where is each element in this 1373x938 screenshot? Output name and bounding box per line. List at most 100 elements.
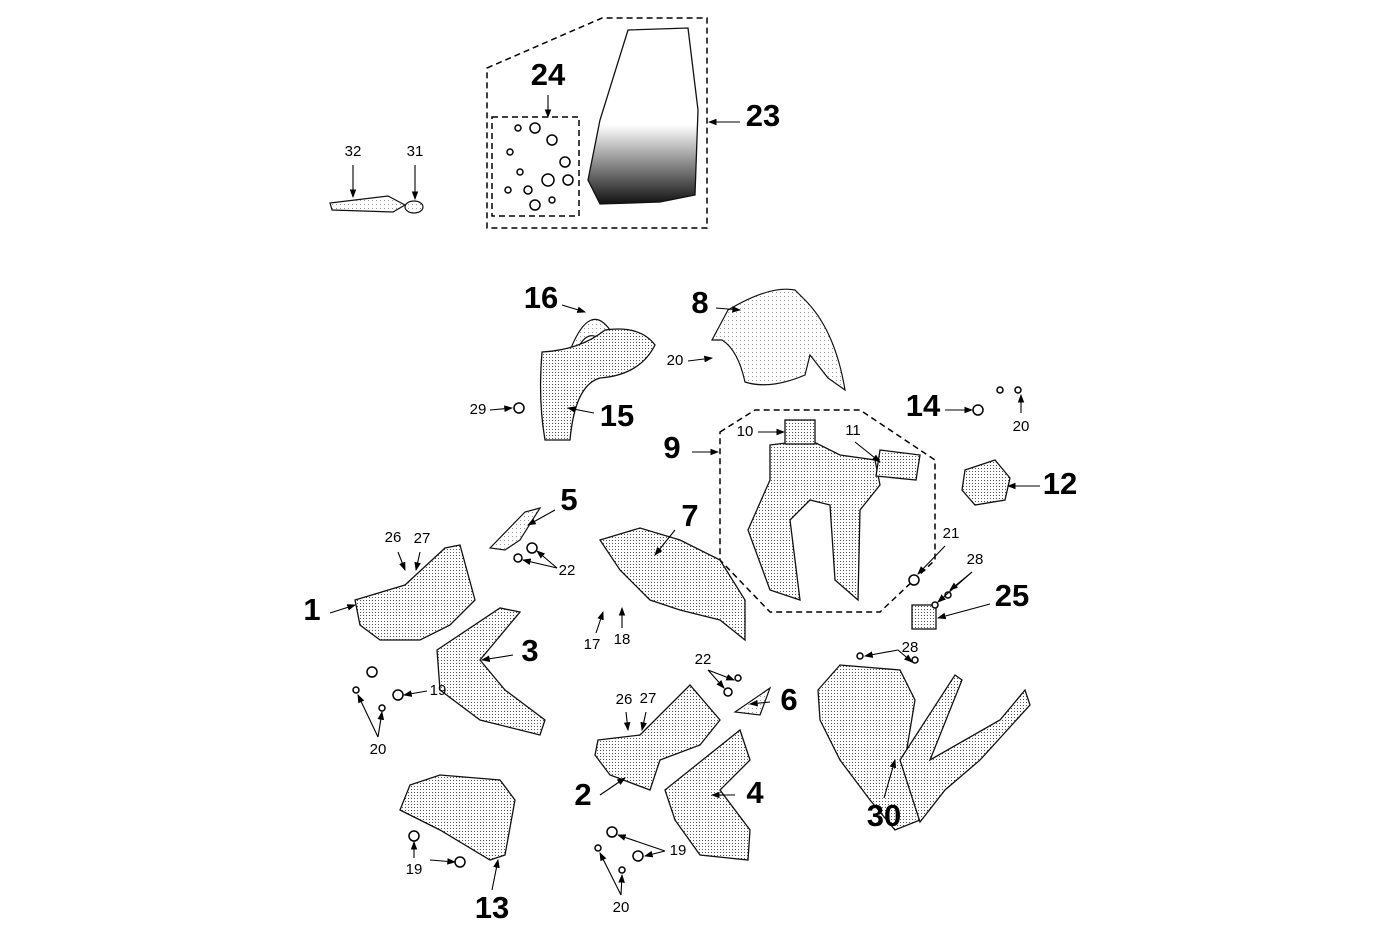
leader-arrow [480, 654, 514, 663]
leader-arrow [377, 710, 385, 738]
lower-panel-13 [399, 774, 516, 861]
leader-arrow [599, 777, 626, 796]
fastener [618, 866, 626, 874]
bracket-6 [733, 686, 772, 716]
leader-arrow [491, 858, 500, 891]
side-panel-2 [594, 684, 721, 791]
callout-11: 11 [845, 422, 861, 439]
callout-15: 15 [600, 398, 634, 433]
callout-23: 23 [746, 98, 780, 133]
leader-arrow [561, 304, 587, 313]
front-panel-8 [711, 288, 846, 392]
leader-arrow [936, 603, 991, 620]
callout-32: 32 [345, 143, 362, 160]
fastener [529, 122, 541, 134]
callout-3: 3 [521, 633, 538, 668]
fastener [546, 134, 558, 146]
leader-arrow [707, 669, 736, 681]
fastener [1014, 386, 1022, 394]
fastener [378, 704, 386, 712]
front-cover-15 [539, 328, 656, 441]
fastener [908, 574, 920, 586]
callout-19: 19 [670, 842, 687, 859]
leader-arrow [527, 509, 556, 526]
callout-1: 1 [303, 592, 320, 627]
leader-arrow [429, 858, 457, 865]
callout-20: 20 [1013, 418, 1030, 435]
fastener [734, 674, 742, 682]
callout-27: 27 [414, 530, 431, 547]
leader-arrow [566, 406, 595, 414]
callout-26: 26 [616, 691, 633, 708]
callout-20: 20 [613, 899, 630, 916]
leader-arrow [616, 834, 666, 852]
leader-arrow [329, 604, 357, 614]
fastener [523, 185, 533, 195]
fastener [548, 196, 556, 204]
callout-22: 22 [695, 651, 712, 668]
callout-30: 30 [867, 798, 901, 833]
leader-lines [329, 95, 1040, 896]
inner-frame-7 [598, 527, 746, 642]
fastener [516, 168, 524, 176]
callout-4: 4 [746, 775, 764, 810]
callout-2: 2 [574, 777, 591, 812]
fastener [541, 173, 555, 187]
leader-arrow [357, 694, 379, 738]
leader-arrow [748, 699, 771, 707]
fastener [632, 850, 644, 862]
callout-14: 14 [906, 388, 941, 423]
fastener [723, 687, 733, 697]
callout-9: 9 [663, 430, 680, 465]
leader-arrow [707, 669, 725, 689]
fastener [562, 174, 574, 186]
leader-arrow [618, 873, 625, 896]
fastener [352, 686, 360, 694]
fastener [911, 656, 919, 664]
cap-31 [404, 200, 424, 214]
leader-arrow [687, 355, 714, 363]
callout-19: 19 [430, 682, 447, 699]
side-panel-1 [354, 544, 476, 641]
windscreen [587, 27, 699, 205]
windscreen-group [486, 17, 708, 229]
fastener [529, 199, 541, 211]
lower-cover-3 [436, 607, 546, 736]
callout-26: 26 [385, 529, 402, 546]
fastener [513, 553, 523, 563]
leader-arrow [640, 711, 647, 732]
leader-arrow [489, 405, 514, 412]
callout-28: 28 [902, 639, 919, 656]
group-23-boundary [486, 17, 708, 229]
callout-8: 8 [691, 285, 708, 320]
fastener [513, 402, 525, 414]
callout-20: 20 [370, 741, 387, 758]
leader-arrow [883, 758, 897, 799]
callout-10: 10 [737, 423, 754, 440]
fastener [996, 386, 1004, 394]
part-25 [911, 604, 937, 630]
callout-18: 18 [614, 631, 631, 648]
part-12 [961, 459, 1011, 506]
fastener [504, 186, 512, 194]
leader-arrow [917, 545, 946, 575]
fasteners [352, 122, 1022, 874]
fastener [392, 689, 404, 701]
fastener [526, 542, 538, 554]
leader-arrow [715, 306, 742, 313]
fastener [606, 826, 618, 838]
group-9-boundary [719, 409, 936, 613]
callout-27: 27 [640, 690, 657, 707]
fastener [972, 404, 984, 416]
leader-arrow [521, 558, 558, 569]
callout-29: 29 [470, 401, 487, 418]
callout-28: 28 [967, 551, 984, 568]
fastener [856, 652, 864, 660]
leader-arrow [414, 551, 421, 572]
callout-19: 19 [406, 861, 423, 878]
callout-6: 6 [780, 682, 797, 717]
floor-cover-30-rear [899, 674, 1031, 824]
fastener [559, 156, 571, 168]
leader-arrow [643, 850, 666, 858]
